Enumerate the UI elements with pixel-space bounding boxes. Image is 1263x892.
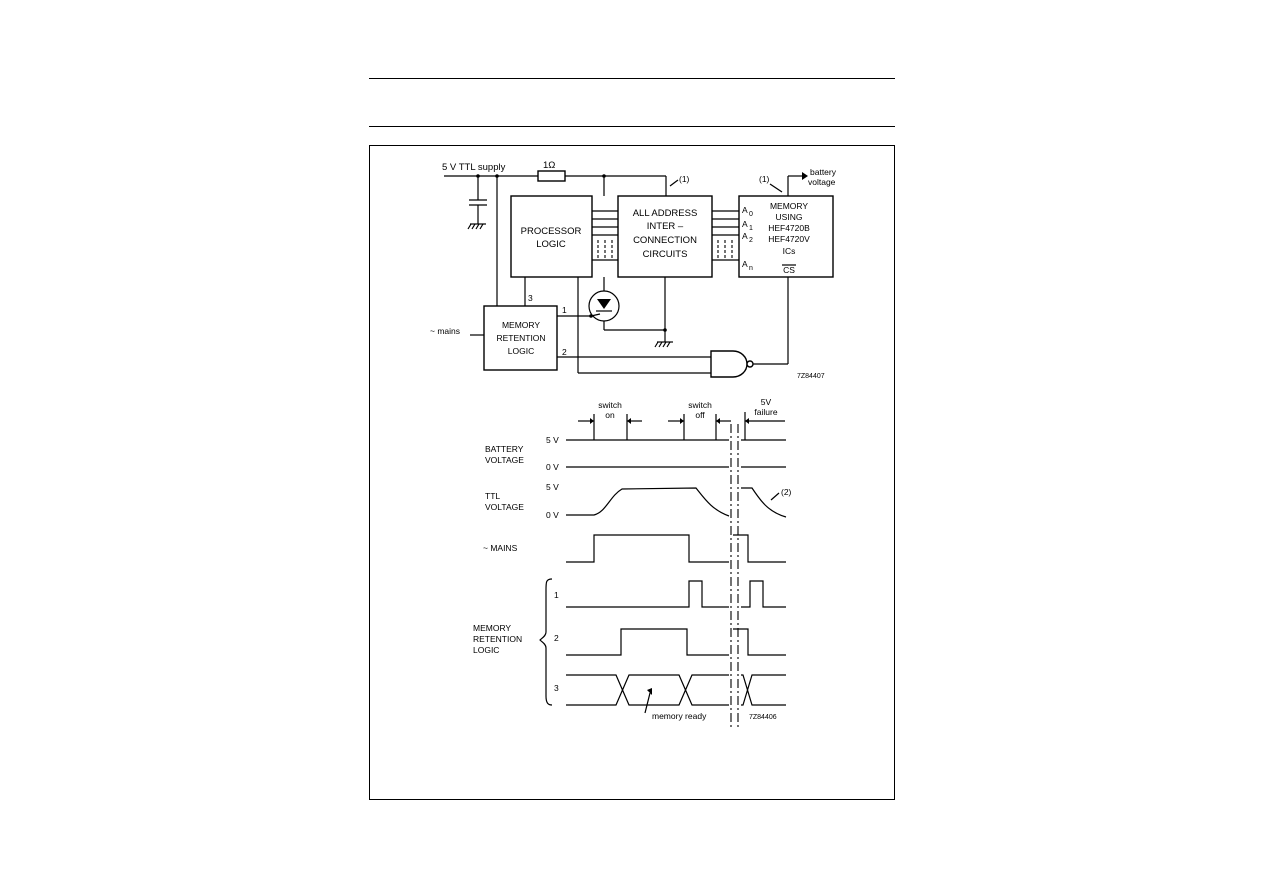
addr-a1: A [742, 219, 748, 229]
retention-logic-block [483, 305, 558, 371]
addr-a0-sub: 0 [749, 211, 753, 218]
switch-on-line1: switch [598, 400, 622, 410]
sig1-label: 1 [554, 590, 559, 600]
figure-frame [369, 145, 895, 800]
memory-ready-label: memory ready [652, 711, 707, 721]
addr-a1-sub: 1 [749, 225, 753, 232]
interconnect-line1: ALL ADDRESS [633, 208, 698, 219]
capacitor-icon [469, 176, 487, 224]
address-bus [712, 210, 739, 261]
memory-line2: USING [776, 212, 803, 222]
timing-diagram: switch on switch off 5V failure BATTERY … [473, 397, 792, 730]
battery-label-2: voltage [808, 177, 836, 187]
ground-icon-2 [654, 341, 673, 348]
processor-logic-block [510, 195, 593, 278]
interconnect-line3: CONNECTION [633, 235, 697, 246]
diode-icon [596, 299, 612, 312]
battery-line2: VOLTAGE [485, 455, 524, 465]
note2-label: (2) [781, 487, 792, 497]
ttl-line2: VOLTAGE [485, 502, 524, 512]
mains-signal-label: ~ MAINS [483, 543, 518, 553]
switch-on-line2: on [605, 410, 615, 420]
pin3-label: 3 [528, 293, 533, 303]
sig2-label: 2 [554, 633, 559, 643]
retention-line3: LOGIC [508, 346, 534, 356]
switch-off-line1: switch [688, 400, 712, 410]
resistor-icon [537, 170, 566, 182]
circuit-figure-code: 7Z84407 [797, 373, 825, 380]
top-rule [369, 78, 895, 79]
memory-line3: HEF4720B [768, 223, 810, 233]
timing-figure-code: 7Z84406 [749, 714, 777, 721]
memory-line1: MEMORY [770, 201, 808, 211]
addr-an: A [742, 259, 748, 269]
interconnect-block [617, 195, 713, 278]
retention-line1: MEMORY [502, 320, 540, 330]
pin2-label: 2 [562, 347, 567, 357]
timing-retention-2: RETENTION [473, 634, 522, 644]
nand-gate-icon [710, 350, 754, 378]
timing-retention-3: LOGIC [473, 645, 499, 655]
switch-off-line2: off [695, 410, 705, 420]
circuit-diagram: 5 V TTL supply 1Ω PROCESSOR LOGIC [430, 160, 837, 380]
battery-line1: BATTERY [485, 444, 524, 454]
sig3-label: 3 [554, 683, 559, 693]
memory-note: (1) [759, 174, 770, 184]
addr-a0: A [742, 205, 748, 215]
failure-line2: failure [754, 407, 777, 417]
v5-a: 5 V [546, 435, 559, 445]
processor-bus [592, 210, 618, 261]
interconnect-line4: CIRCUITS [643, 249, 688, 260]
interconnect-line2: INTER – [647, 221, 684, 232]
timing-retention-1: MEMORY [473, 623, 511, 633]
pin1-label: 1 [562, 305, 567, 315]
processor-line2: LOGIC [536, 239, 566, 250]
resistor-label: 1Ω [543, 160, 555, 171]
ttl-line1: TTL [485, 491, 500, 501]
battery-label-1: battery [810, 167, 837, 177]
mains-label: ~ mains [430, 326, 460, 336]
memory-line5: ICs [783, 246, 796, 256]
retention-line2: RETENTION [496, 333, 545, 343]
ground-icon [467, 223, 486, 230]
memory-block [738, 195, 834, 278]
addr-a2: A [742, 231, 748, 241]
interconnect-note: (1) [679, 174, 690, 184]
addr-an-sub: n [749, 265, 753, 272]
addr-a2-sub: 2 [749, 237, 753, 244]
v5-b: 5 V [546, 482, 559, 492]
supply-label: 5 V TTL supply [442, 162, 506, 173]
failure-line1: 5V [761, 397, 772, 407]
second-rule [369, 126, 895, 127]
memory-cs: CS [783, 265, 795, 275]
v0-b: 0 V [546, 510, 559, 520]
memory-line4: HEF4720V [768, 234, 810, 244]
processor-line1: PROCESSOR [521, 226, 582, 237]
v0-a: 0 V [546, 462, 559, 472]
